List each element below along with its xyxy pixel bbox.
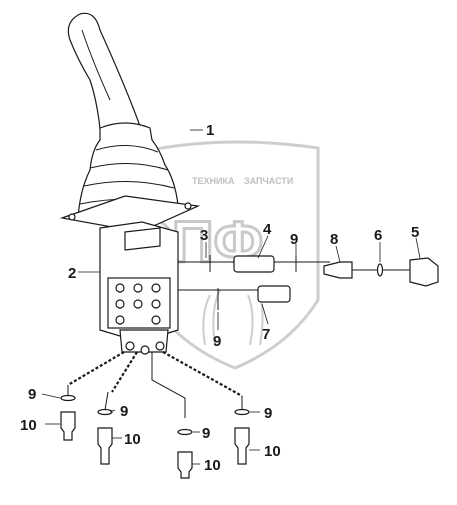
valve-body bbox=[99, 221, 179, 355]
plate-hole bbox=[184, 202, 192, 210]
leader-lines bbox=[41, 129, 421, 465]
callout-10-b: 10 bbox=[124, 431, 141, 448]
callout-7: 7 bbox=[262, 326, 270, 343]
pin-4 bbox=[233, 255, 275, 273]
callout-9-upper: 9 bbox=[290, 231, 298, 248]
hose-line bbox=[162, 351, 243, 397]
seal-ring bbox=[97, 408, 113, 416]
callout-8: 8 bbox=[330, 231, 338, 248]
rubber-boot bbox=[77, 122, 179, 219]
seal-ring bbox=[177, 428, 193, 436]
watermark-line1: ТЕХНИКА bbox=[192, 176, 235, 186]
port bbox=[155, 341, 165, 351]
callout-10-a: 10 bbox=[20, 417, 37, 434]
callout-9-d: 9 bbox=[264, 405, 272, 422]
seal-ring bbox=[60, 394, 76, 402]
pin-7 bbox=[257, 285, 291, 303]
bottom-fittings bbox=[60, 394, 250, 479]
callout-3: 3 bbox=[200, 227, 208, 244]
hose-line bbox=[111, 351, 138, 393]
valve-bolts bbox=[115, 283, 161, 325]
callout-9-middle: 9 bbox=[213, 333, 221, 350]
boot-fold bbox=[95, 144, 159, 153]
valve-top-clamp bbox=[124, 227, 161, 251]
callout-10-c: 10 bbox=[204, 457, 221, 474]
hose-lines bbox=[67, 351, 243, 418]
callout-5: 5 bbox=[411, 224, 419, 241]
callout-6: 6 bbox=[374, 227, 382, 244]
callout-9-c: 9 bbox=[202, 425, 210, 442]
fitting-10 bbox=[177, 451, 193, 479]
callout-9-a: 9 bbox=[28, 386, 36, 403]
callout-4: 4 bbox=[263, 221, 272, 238]
callout-9-b: 9 bbox=[120, 403, 128, 420]
elbow-5 bbox=[409, 257, 439, 287]
port bbox=[140, 345, 150, 355]
side-fittings bbox=[178, 255, 439, 310]
watermark-shield bbox=[148, 140, 320, 370]
fitting-8 bbox=[323, 261, 353, 279]
boot-fold bbox=[89, 162, 169, 171]
boot-fold bbox=[83, 181, 175, 189]
callout-1: 1 bbox=[206, 122, 214, 139]
seal-ring bbox=[234, 408, 250, 416]
hose-line bbox=[104, 391, 109, 411]
joystick-assembly bbox=[59, 12, 201, 233]
plate-hole bbox=[68, 213, 76, 221]
callout-2: 2 bbox=[68, 265, 76, 282]
fitting-10 bbox=[60, 411, 76, 441]
fitting-10 bbox=[97, 427, 113, 465]
port bbox=[125, 341, 135, 351]
watermark-line2: ЗАПЧАСТИ bbox=[244, 176, 293, 186]
seal-6 bbox=[376, 263, 384, 277]
callout-labels: 1 2 3 4 5 6 7 8 9 9 9 9 9 9 10 10 10 10 bbox=[20, 122, 419, 474]
fitting-10 bbox=[234, 427, 250, 465]
joystick-grip-line bbox=[81, 29, 111, 101]
hose-line bbox=[67, 351, 125, 386]
hose-line bbox=[151, 352, 186, 418]
callout-10-d: 10 bbox=[264, 443, 281, 460]
